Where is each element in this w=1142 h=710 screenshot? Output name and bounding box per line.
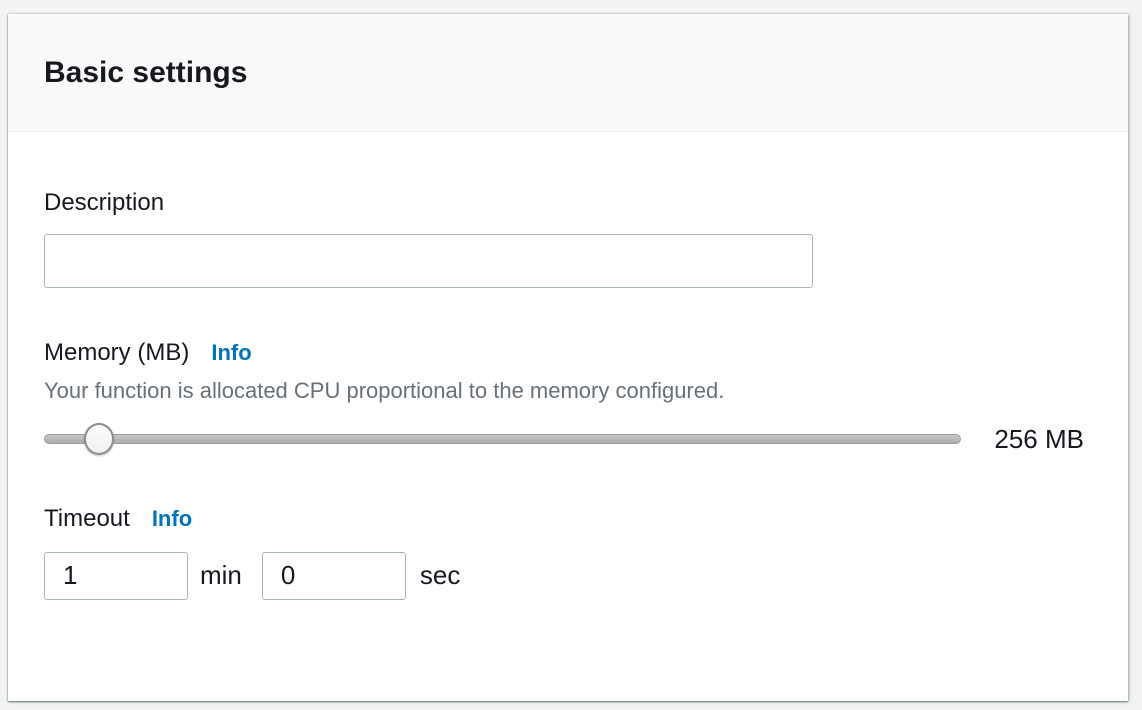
panel-header: Basic settings bbox=[8, 14, 1128, 132]
timeout-minutes-unit: min bbox=[200, 560, 242, 591]
memory-value: 256 MB bbox=[994, 423, 1084, 454]
description-input[interactable] bbox=[44, 234, 813, 289]
description-label: Description bbox=[44, 189, 165, 216]
memory-field: Memory (MB) Info Your function is alloca… bbox=[44, 339, 1084, 456]
basic-settings-panel: Basic settings Description Memory (MB) I… bbox=[8, 14, 1128, 701]
timeout-field: Timeout Info min sec bbox=[44, 505, 1084, 600]
memory-slider[interactable] bbox=[44, 422, 962, 456]
memory-label: Memory (MB) bbox=[44, 339, 190, 367]
description-field: Description bbox=[44, 189, 1084, 289]
panel-title: Basic settings bbox=[44, 55, 248, 89]
timeout-minutes-input[interactable] bbox=[44, 551, 188, 600]
timeout-label: Timeout bbox=[44, 505, 130, 533]
panel-body: Description Memory (MB) Info Your functi… bbox=[8, 132, 1128, 600]
timeout-seconds-unit: sec bbox=[419, 560, 461, 591]
timeout-seconds-input[interactable] bbox=[261, 551, 406, 600]
memory-slider-row: 256 MB bbox=[44, 422, 1084, 456]
memory-slider-track[interactable] bbox=[44, 434, 962, 445]
memory-slider-thumb[interactable] bbox=[84, 423, 115, 456]
memory-info-link[interactable]: Info bbox=[211, 340, 252, 366]
memory-helper-text: Your function is allocated CPU proportio… bbox=[44, 377, 725, 403]
timeout-info-link[interactable]: Info bbox=[151, 506, 193, 532]
